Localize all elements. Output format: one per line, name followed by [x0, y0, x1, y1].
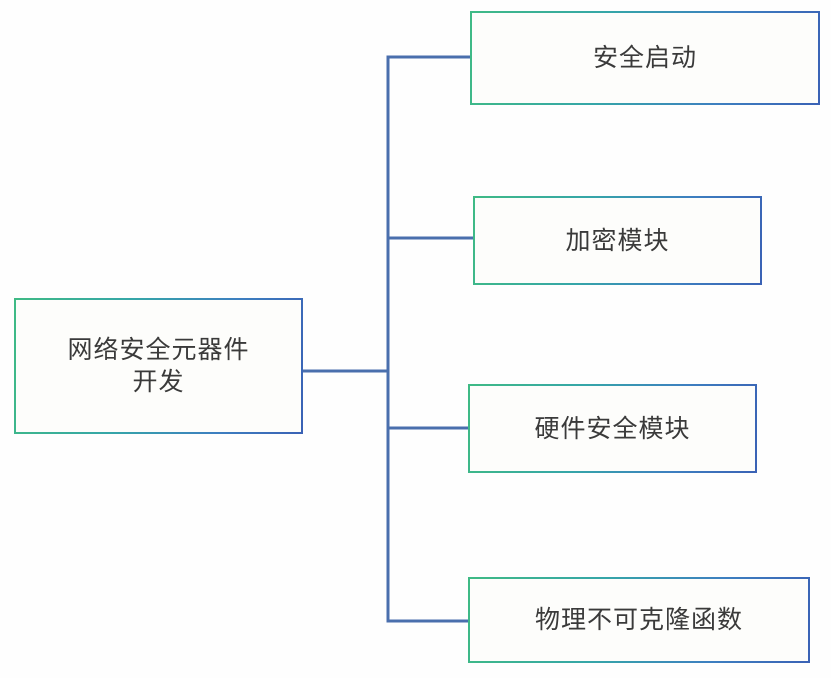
node-secure-boot-label: 安全启动: [592, 43, 697, 72]
node-puf[interactable]: 物理不可克隆函数: [468, 577, 810, 663]
node-secure-boot[interactable]: 安全启动: [470, 11, 820, 105]
node-hardware-security-module[interactable]: 硬件安全模块: [468, 384, 757, 473]
node-hardware-security-module-label: 硬件安全模块: [534, 413, 691, 443]
node-puf-label: 物理不可克隆函数: [534, 605, 743, 634]
node-root[interactable]: 网络安全元器件 开发: [14, 298, 303, 434]
node-crypto-module[interactable]: 加密模块: [473, 196, 762, 285]
node-crypto-module-label: 加密模块: [565, 225, 670, 255]
node-root-label: 网络安全元器件 开发: [67, 335, 250, 396]
